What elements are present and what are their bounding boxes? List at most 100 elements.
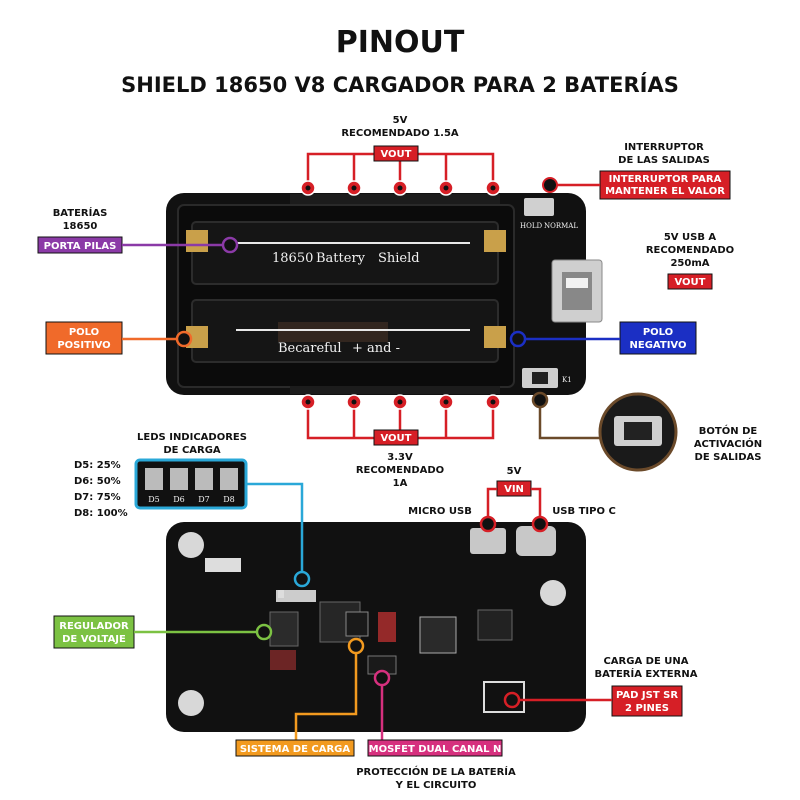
activation-line1: BOTÓN DE (699, 424, 758, 437)
top-vout-tag (373, 145, 419, 162)
bottom-vout-current: 1A (393, 478, 408, 489)
switch-tag-line1: INTERRUPTOR PARA (609, 174, 722, 185)
batteries-callout: BATERÍAS 18650 PORTA PILAS (37, 206, 239, 254)
bottom-vout-tag (373, 429, 419, 446)
external-line2: BATERÍA EXTERNA (595, 667, 698, 680)
top-vout-recommended: RECOMENDADO 1.5A (341, 128, 459, 139)
top-vout-tag-text: VOUT (380, 149, 411, 160)
top-vout-callout: 5V RECOMENDADO 1.5A VOUT (300, 115, 501, 196)
micro-usb-label: MICRO USB (408, 506, 472, 517)
silk-becareful: Becareful (278, 341, 342, 356)
regulator-tag-line2: DE VOLTAJE (62, 634, 126, 645)
charging-callout: SISTEMA DE CARGA (235, 637, 365, 757)
external-tag-line1: PAD JST SR (616, 690, 678, 701)
usb-a-tag-text: VOUT (674, 277, 705, 288)
bottom-vout-recommended: RECOMENDADO (356, 465, 444, 476)
external-marker (503, 691, 521, 709)
positive-tag-line1: POLO (69, 327, 99, 338)
top-vout-voltage: 5V (393, 115, 408, 126)
usb-c-label: USB TIPO C (552, 506, 616, 517)
switch-line1: INTERRUPTOR (624, 142, 704, 153)
contact-bottom-right (484, 326, 506, 348)
switch-marker (542, 177, 558, 193)
activation-marker (531, 391, 549, 409)
external-tag-line2: 2 PINES (625, 703, 669, 714)
negative-callout: POLO NEGATIVO (509, 321, 697, 355)
contact-bottom-left (186, 326, 208, 348)
activation-line2: ACTIVACIÓN (694, 437, 762, 450)
page-title: PINOUT (336, 25, 465, 60)
bottom-vout-callout: VOUT 3.3V RECOMENDADO 1A (300, 394, 501, 489)
charging-tag (235, 739, 355, 757)
led-label: D6 (173, 495, 185, 504)
led-level: D7: 75% (74, 492, 121, 503)
leds-line1: LEDS INDICADORES (137, 432, 247, 443)
silk-18650: 18650 (272, 251, 313, 266)
mosfet-tag (367, 739, 503, 757)
led-label: D7 (198, 495, 210, 504)
led-label: D8 (223, 495, 235, 504)
vin-tag-text: VIN (504, 484, 524, 495)
silk-hold: HOLD (520, 222, 542, 230)
usb-a-tag (667, 273, 713, 290)
switch-tag (599, 170, 731, 200)
positive-tag-line2: POSITIVO (57, 340, 110, 351)
regulator-tag-line1: REGULADOR (59, 621, 129, 632)
contact-top-left (186, 230, 208, 252)
negative-tag-line2: NEGATIVO (630, 340, 687, 351)
mosfet-line2: Y EL CIRCUITO (395, 780, 477, 791)
charging-marker (347, 637, 365, 655)
mosfet-line1: PROTECCIÓN DE LA BATERÍA (356, 765, 516, 778)
usb-c-marker (531, 515, 549, 533)
bottom-vout-tag-text: VOUT (380, 433, 411, 444)
mosfet-tag-text: MOSFET DUAL CANAL N (369, 744, 502, 755)
usb-c-port (516, 526, 556, 556)
positive-tag (45, 321, 123, 355)
silk-k1: K1 (562, 376, 572, 384)
led-label: D5 (148, 495, 160, 504)
led-d8 (220, 468, 238, 490)
negative-marker (509, 330, 527, 348)
led-level: D8: 100% (74, 508, 128, 519)
usb-a-line3: 250mA (670, 258, 709, 269)
switch-line2: DE LAS SALIDAS (618, 155, 710, 166)
top-board: 18650 Battery Shield Becareful + and - H… (166, 193, 603, 395)
batteries-line2: 18650 (63, 221, 98, 232)
page-subtitle: SHIELD 18650 V8 CARGADOR PARA 2 BATERÍAS (121, 72, 679, 97)
regulator-marker (255, 623, 273, 641)
micro-usb-marker (479, 515, 497, 533)
contact-top-right (484, 230, 506, 252)
usb-a-line1: 5V USB A (664, 232, 717, 243)
silk-battery: Battery (316, 251, 366, 266)
top-pin-row (290, 194, 500, 204)
external-callout: CARGA DE UNA BATERÍA EXTERNA PAD JST SR … (503, 656, 698, 717)
led-d5 (145, 468, 163, 490)
external-line1: CARGA DE UNA (603, 656, 688, 667)
bottom-board (166, 522, 586, 732)
usb-a-callout: 5V USB A RECOMENDADO 250mA VOUT (646, 232, 734, 290)
vin-callout: 5V VIN MICRO USB USB TIPO C (408, 466, 616, 533)
negative-tag (619, 321, 697, 355)
led-d7 (195, 468, 213, 490)
regulator-tag (53, 615, 135, 649)
silk-normal: NORMAL (544, 222, 578, 230)
batteries-line1: BATERÍAS (53, 206, 108, 219)
activation-callout: BOTÓN DE ACTIVACIÓN DE SALIDAS (531, 391, 762, 472)
micro-usb-port (470, 528, 506, 554)
silk-shield: Shield (378, 251, 420, 266)
led-level: D5: 25% (74, 460, 121, 471)
mosfet-marker (373, 669, 391, 687)
batteries-tag-text: PORTA PILAS (44, 241, 117, 252)
batteries-marker (221, 236, 239, 254)
negative-tag-line1: POLO (643, 327, 673, 338)
led-d6 (170, 468, 188, 490)
activation-line3: DE SALIDAS (695, 452, 762, 463)
positive-callout: POLO POSITIVO (45, 321, 193, 355)
led-level: D6: 50% (74, 476, 121, 487)
regulator-callout: REGULADOR DE VOLTAJE (53, 615, 273, 649)
charging-tag-text: SISTEMA DE CARGA (240, 744, 351, 755)
external-tag (611, 685, 683, 717)
battery-slot-1 (191, 221, 499, 285)
positive-marker (175, 330, 193, 348)
leds-callout: LEDS INDICADORES DE CARGA D5: 25% D6: 50… (74, 432, 311, 588)
